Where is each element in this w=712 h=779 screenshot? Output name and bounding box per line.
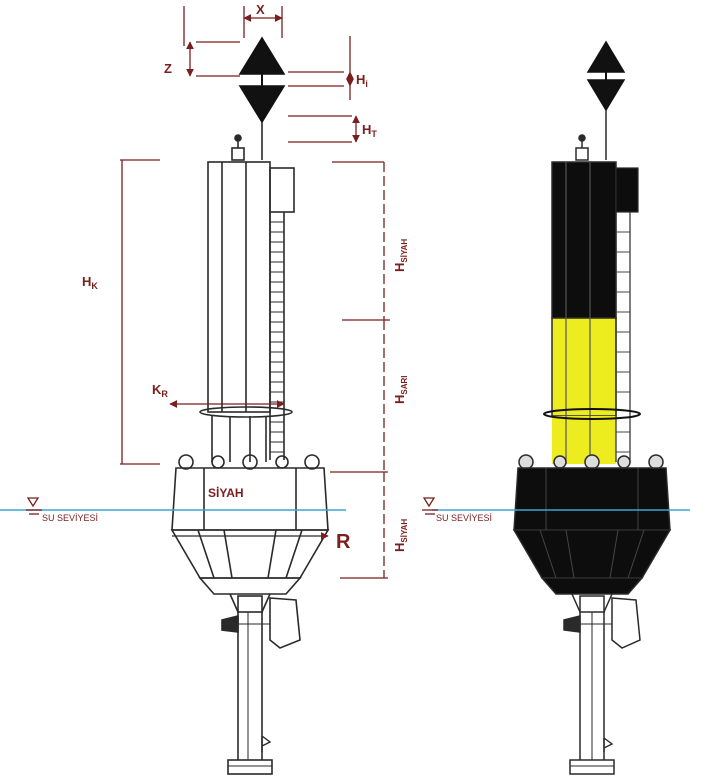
right-topmark (586, 40, 626, 160)
right-tower-black-band (551, 161, 617, 319)
right-counterweight (569, 759, 615, 775)
right-platform-ring (543, 408, 641, 420)
dim-hi-label: Hi (356, 72, 368, 89)
left-hull-cone (170, 529, 330, 579)
dim-h-siyah-top-label: HSİYAH (392, 239, 409, 272)
dim-r-label: R (336, 531, 351, 553)
left-lantern (231, 134, 245, 161)
dim-hk-label: HK (82, 274, 98, 291)
right-tail (563, 593, 641, 775)
dim-h-siyah-bottom-label: HSİYAH (392, 519, 409, 552)
right-buoy-figure (512, 40, 672, 775)
left-hull-upper (171, 467, 329, 531)
left-counterweight (227, 759, 273, 775)
right-water-level: SU SEVİYESİ (422, 497, 690, 523)
right-topmark-lower-cone (586, 79, 626, 112)
dim-z-label: Z (164, 61, 172, 76)
left-dimension-lines (120, 6, 390, 579)
left-water-level-icon (26, 497, 42, 515)
right-water-label: SU SEVİYESİ (436, 513, 492, 523)
dim-kr-label: KR (152, 382, 168, 399)
left-tower (199, 161, 295, 462)
left-buoy-figure (170, 36, 330, 775)
left-water-label: SU SEVİYESİ (42, 513, 98, 523)
right-ladder-rungs (616, 231, 630, 453)
dim-ht-label: HT (362, 122, 377, 139)
right-topmark-upper-cone (586, 40, 626, 73)
left-topmark (238, 36, 286, 160)
right-hull (512, 454, 672, 595)
dim-h-sari-label: HSARI (392, 375, 409, 404)
left-labels: X Z Hi HT HK KR R HSİYAH HSARI HSİYAH Sİ… (42, 2, 409, 553)
left-topmark-lower-cone (238, 85, 286, 124)
left-tail (221, 593, 301, 775)
left-tower-body (207, 161, 271, 413)
left-water-level (0, 497, 346, 515)
dim-x-label: X (256, 2, 265, 17)
left-topmark-upper-cone (238, 36, 286, 75)
left-ladder-rungs (270, 221, 284, 453)
right-water-level-icon (422, 497, 438, 515)
left-hull-label: SİYAH (208, 485, 244, 500)
right-lantern (575, 134, 589, 161)
right-hull-cone (512, 529, 672, 579)
right-tower-yellow-band (551, 317, 617, 417)
right-hull-upper (513, 467, 671, 531)
left-hull (170, 454, 330, 595)
